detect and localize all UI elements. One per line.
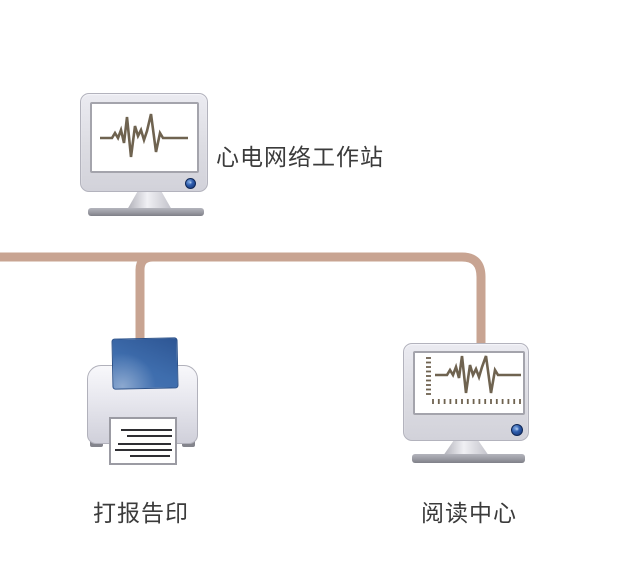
paper-text-line <box>121 429 172 431</box>
network-trunk-line <box>0 252 486 346</box>
printer-branch-line <box>135 252 166 342</box>
paper-text-line <box>130 455 170 457</box>
monitor-base <box>88 208 204 216</box>
ecg-waveform-icon <box>100 113 188 158</box>
workstation-label: 心电网络工作站 <box>216 144 384 170</box>
ecg-waveform-scale-icon <box>426 355 521 404</box>
printer-label: 打报告印 <box>93 500 189 526</box>
paper-text-line <box>118 443 171 445</box>
reading-center-label: 阅读中心 <box>421 500 517 526</box>
paper-text-line <box>115 449 172 451</box>
monitor-stand <box>443 440 489 456</box>
monitor-stand <box>127 191 172 210</box>
monitor-screen <box>413 351 525 415</box>
paper-text-line <box>127 435 172 437</box>
power-button-icon <box>185 178 196 189</box>
power-button-icon <box>511 424 523 436</box>
monitor-screen <box>90 102 199 173</box>
paper-sheet-icon <box>109 417 177 465</box>
monitor-base <box>412 454 525 463</box>
printer-lid <box>111 337 179 390</box>
